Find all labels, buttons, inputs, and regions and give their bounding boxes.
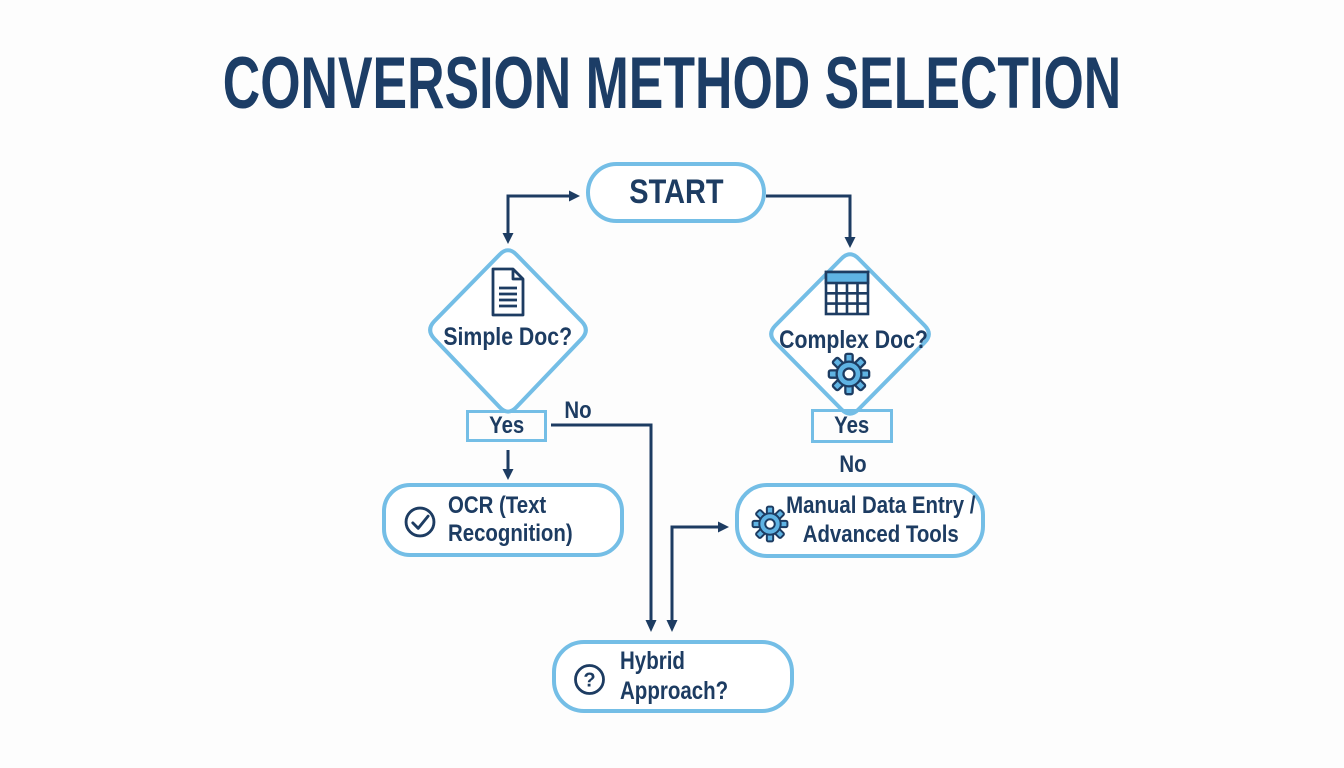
page-title: CONVERSION METHOD SELECTION [222, 43, 1122, 124]
hybrid-node: ? Hybrid Approach? [552, 640, 794, 713]
connector-start-left [506, 194, 569, 234]
left-yes-box: Yes [466, 410, 547, 442]
manual-label: Manual Data Entry / Advanced Tools [786, 492, 976, 548]
arrowhead-no-into-hybrid [645, 620, 657, 632]
arrowhead-into-start [569, 190, 580, 202]
document-icon [488, 267, 528, 322]
ocr-label: OCR (Text Recognition) [448, 491, 573, 547]
arrowhead-into-ocr [502, 469, 514, 480]
svg-text:?: ? [583, 670, 595, 692]
connector-to-manual-and-hybrid [670, 525, 718, 621]
arrowhead-into-simple-doc [502, 233, 514, 244]
gear-icon [827, 352, 871, 401]
simple-doc-label: Simple Doc? [443, 323, 573, 351]
complex-doc-label: Complex Doc? [779, 326, 928, 354]
manual-node: Manual Data Entry / Advanced Tools [735, 483, 985, 558]
check-circle-icon [402, 504, 438, 545]
table-icon [824, 270, 870, 321]
connector-start-right [766, 194, 852, 238]
hybrid-label: Hybrid Approach? [620, 647, 729, 705]
question-circle-icon: ? [572, 662, 607, 702]
connector-no-to-hybrid [551, 423, 653, 621]
start-node: START [586, 162, 766, 223]
simple-doc-diamond [428, 248, 588, 414]
start-label: START [628, 173, 724, 211]
right-no-label: No [839, 451, 867, 478]
right-yes-box: Yes [811, 409, 893, 443]
ocr-node: OCR (Text Recognition) [382, 483, 624, 557]
arrowhead-into-complex-doc [844, 237, 856, 248]
arrowhead-mid-into-hybrid [666, 620, 678, 632]
left-no-label: No [564, 397, 592, 424]
arrowhead-into-manual [718, 521, 729, 533]
gear-icon [751, 505, 789, 548]
